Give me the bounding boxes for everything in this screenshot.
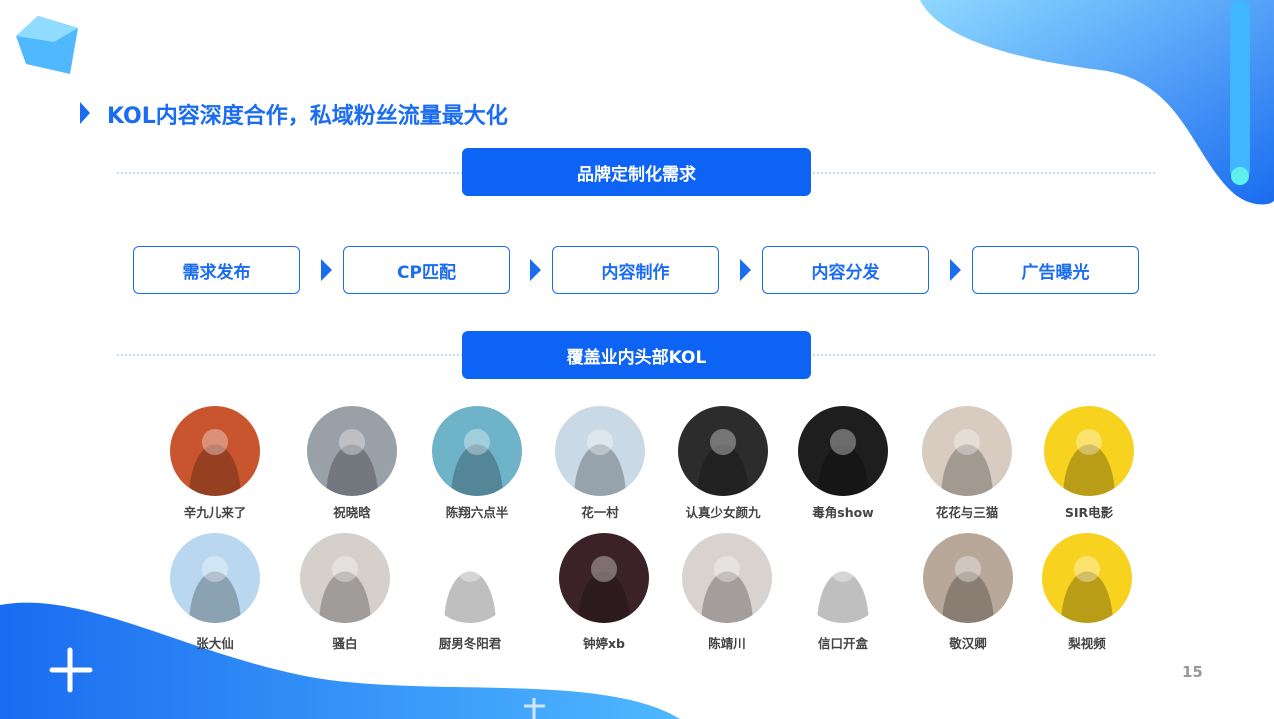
page-title: KOL内容深度合作，私域粉丝流量最大化 xyxy=(107,104,508,129)
arrow-right-icon xyxy=(740,259,751,281)
kol-avatar xyxy=(1044,406,1134,496)
kol-name: 张大仙 xyxy=(196,636,234,651)
step-2: CP匹配 xyxy=(343,246,510,294)
title-chevron-icon xyxy=(80,102,90,124)
kol-avatar xyxy=(425,533,515,623)
kol-avatar xyxy=(682,533,772,623)
arrow-right-icon xyxy=(321,259,332,281)
kol-avatar xyxy=(922,406,1012,496)
page-number: 15 xyxy=(1182,663,1203,681)
kol-avatar xyxy=(170,533,260,623)
arrow-right-icon xyxy=(950,259,961,281)
arrow-right-icon xyxy=(530,259,541,281)
kol-name: 钟婷xb xyxy=(582,636,625,651)
kol-name: SIR电影 xyxy=(1064,505,1114,520)
kol-avatar xyxy=(1042,533,1132,623)
kol-name: 花一村 xyxy=(581,505,619,520)
kol-avatar xyxy=(559,533,649,623)
kol-avatar xyxy=(798,533,888,623)
kol-avatar xyxy=(798,406,888,496)
banner-top-kol: 覆盖业内头部KOL xyxy=(462,331,811,379)
banner-brand-custom: 品牌定制化需求 xyxy=(462,148,811,196)
step-1: 需求发布 xyxy=(133,246,300,294)
decor-top-right-wave xyxy=(920,0,1274,205)
kol-name: 信口开盒 xyxy=(817,636,868,651)
decor-bottom-left-wave xyxy=(0,602,680,719)
kol-name: 辛九儿来了 xyxy=(183,505,247,520)
kol-avatar xyxy=(555,406,645,496)
kol-avatar xyxy=(432,406,522,496)
step-3: 内容制作 xyxy=(552,246,719,294)
kol-avatar xyxy=(678,406,768,496)
cube-logo-icon xyxy=(16,16,78,74)
kol-avatar xyxy=(307,406,397,496)
kol-name: 陈靖川 xyxy=(708,636,746,651)
kol-name: 祝晓晗 xyxy=(333,505,371,520)
kol-name: 花花与三猫 xyxy=(935,505,999,520)
kol-name: 骚白 xyxy=(332,636,358,651)
kol-name: 厨男冬阳君 xyxy=(438,636,502,651)
kol-name: 敬汉卿 xyxy=(949,636,987,651)
kol-name: 梨视频 xyxy=(1068,636,1106,651)
step-4: 内容分发 xyxy=(762,246,929,294)
kol-name: 毒角show xyxy=(812,505,874,520)
kol-name: 陈翔六点半 xyxy=(445,505,509,520)
kol-avatar xyxy=(170,406,260,496)
kol-avatar xyxy=(300,533,390,623)
kol-avatar xyxy=(923,533,1013,623)
step-5: 广告曝光 xyxy=(972,246,1139,294)
kol-name: 认真少女颜九 xyxy=(685,505,761,520)
